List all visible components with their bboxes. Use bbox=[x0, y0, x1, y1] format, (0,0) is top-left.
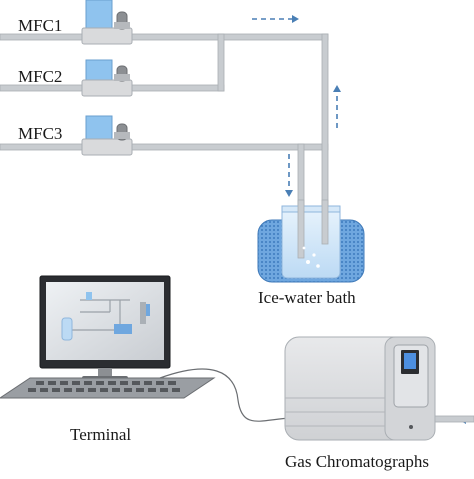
data-cable bbox=[159, 368, 291, 422]
mfc3-label: MFC3 bbox=[18, 124, 63, 143]
gas-chromatograph bbox=[284, 336, 474, 441]
gas-chromatographs-label: Gas Chromatographs bbox=[285, 452, 430, 471]
ice-water-bath-label: Ice-water bath bbox=[258, 288, 356, 307]
terminal-label: Terminal bbox=[70, 425, 132, 444]
mfc1-label: MFC1 bbox=[18, 16, 63, 35]
mfc2-label: MFC2 bbox=[18, 67, 63, 86]
flow-arrow-up bbox=[333, 85, 341, 128]
mfc1-device bbox=[81, 0, 133, 45]
ice-water-bath bbox=[257, 199, 365, 283]
mfc3-device bbox=[81, 115, 133, 156]
terminal-monitor bbox=[39, 275, 171, 381]
keyboard bbox=[0, 377, 216, 399]
mfc2-device bbox=[81, 59, 133, 97]
flow-arrow-right bbox=[252, 15, 299, 23]
flow-arrow-down bbox=[285, 154, 293, 197]
